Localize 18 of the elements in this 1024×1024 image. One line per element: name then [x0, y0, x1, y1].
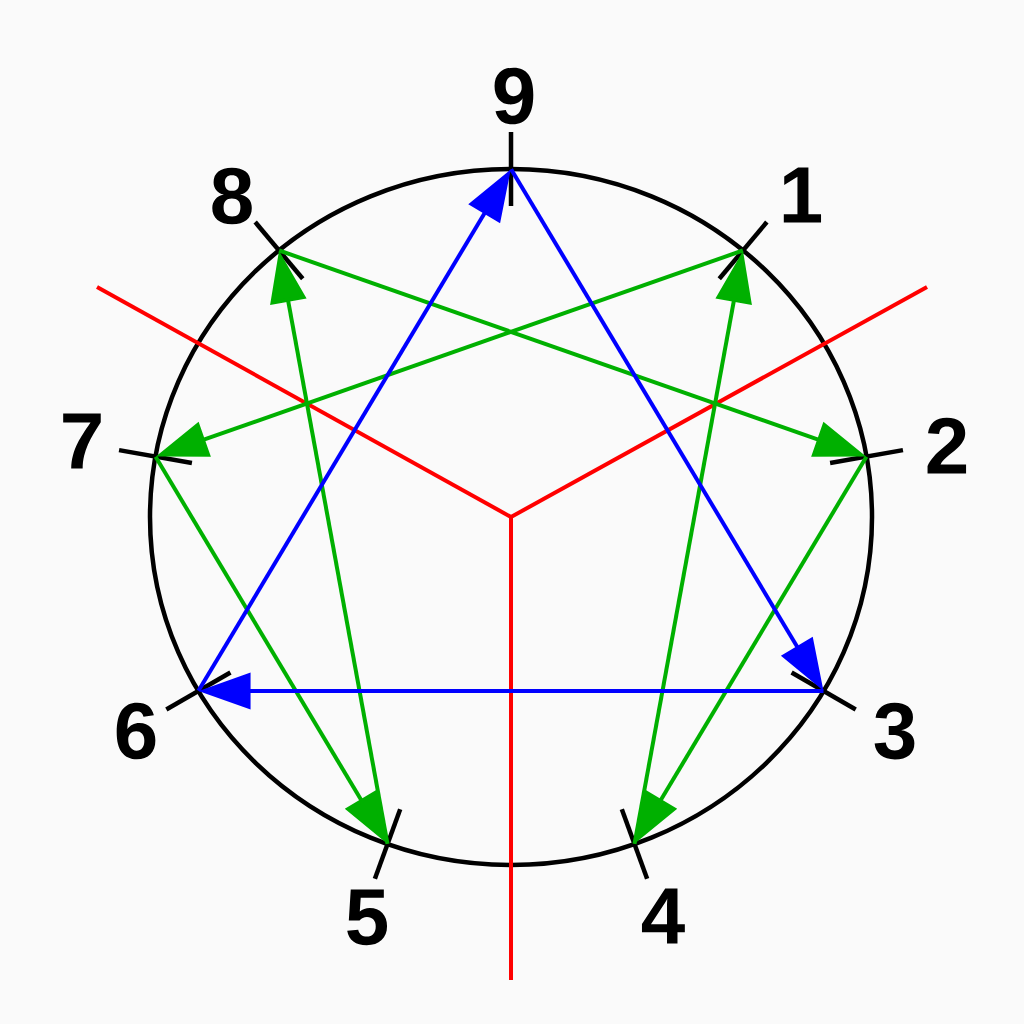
number-label: 1 [783, 167, 822, 223]
tick-mark [717, 220, 769, 281]
tick-mark [253, 220, 305, 281]
number-label: 4 [641, 888, 685, 944]
tick-mark [118, 447, 193, 466]
number-label: 8 [212, 167, 252, 225]
number-label: 3 [874, 702, 915, 760]
number-label: 5 [347, 889, 388, 946]
number-label: 9 [494, 67, 534, 125]
number-label: 2 [927, 417, 967, 474]
number-label: 6 [116, 702, 156, 760]
tick-mark [790, 670, 857, 712]
tick-mark [372, 808, 403, 880]
tick-mark [619, 808, 650, 880]
tick-mark [829, 447, 904, 466]
tick-mark [508, 132, 514, 206]
tick-mark [165, 670, 232, 712]
number-label: 7 [63, 413, 101, 469]
